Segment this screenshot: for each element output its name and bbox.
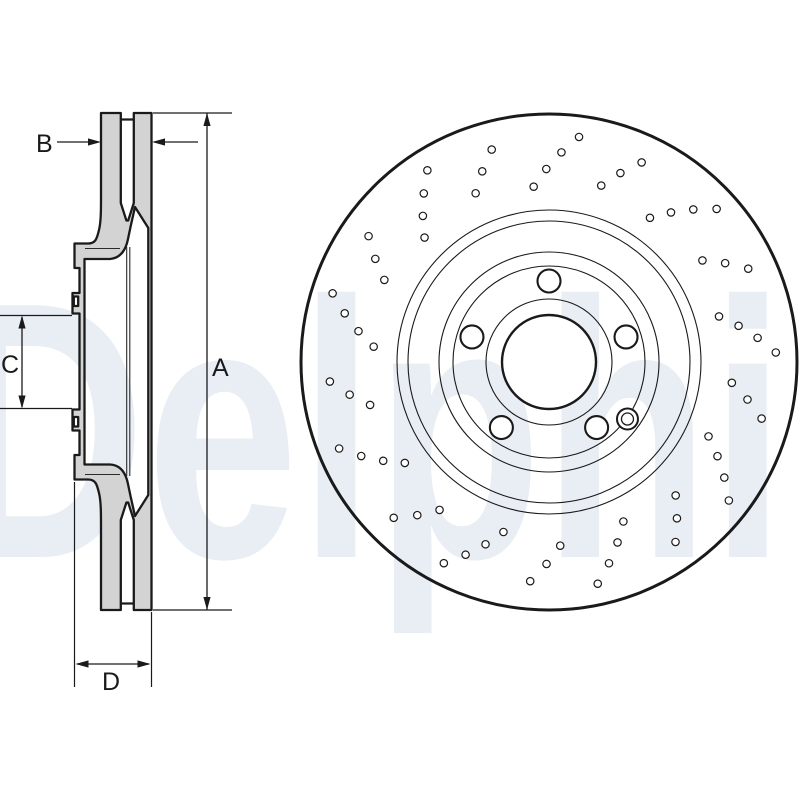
drill-hole bbox=[325, 377, 335, 386]
drill-hole bbox=[593, 579, 603, 589]
delphi-watermark: Delphi bbox=[0, 226, 786, 637]
drill-hole bbox=[481, 539, 490, 549]
drill-hole bbox=[713, 451, 722, 461]
drill-hole bbox=[334, 444, 344, 453]
drill-hole bbox=[743, 264, 753, 273]
drill-hole bbox=[743, 395, 752, 404]
arrowhead bbox=[203, 113, 211, 126]
dim-label-c: C bbox=[1, 351, 19, 379]
arrowhead bbox=[18, 315, 26, 329]
drill-hole bbox=[666, 208, 676, 217]
drill-hole bbox=[704, 432, 713, 441]
arrowhead bbox=[75, 660, 89, 668]
disc-front-view bbox=[299, 112, 799, 612]
drill-hole bbox=[616, 168, 625, 178]
drill-hole bbox=[712, 204, 721, 214]
drill-hole bbox=[619, 517, 628, 526]
disc-circle bbox=[452, 265, 646, 459]
drill-hole bbox=[439, 558, 449, 568]
drill-hole bbox=[727, 378, 737, 388]
disc-circle bbox=[485, 298, 613, 426]
drill-hole bbox=[757, 414, 766, 423]
drill-hole bbox=[671, 491, 680, 500]
drill-hole bbox=[378, 456, 388, 466]
drill-hole bbox=[435, 505, 444, 515]
drill-hole bbox=[753, 333, 762, 343]
bolt-hole bbox=[488, 414, 514, 441]
drill-hole bbox=[461, 550, 470, 560]
cross-section-body bbox=[71, 111, 153, 612]
bolt-hole bbox=[536, 268, 562, 294]
drill-hole bbox=[371, 254, 380, 264]
drill-hole-pattern bbox=[325, 132, 781, 589]
drill-hole bbox=[356, 451, 366, 461]
drill-hole bbox=[720, 258, 730, 268]
arrowhead bbox=[203, 597, 211, 610]
center-bore bbox=[500, 313, 598, 411]
pin-hole-inner bbox=[620, 412, 635, 426]
drill-hole bbox=[354, 326, 363, 336]
drill-hole bbox=[400, 458, 410, 468]
drill-hole bbox=[345, 390, 354, 399]
drill-hole bbox=[412, 510, 422, 520]
dim-label-b: B bbox=[36, 130, 53, 158]
cross-section-edge-lines bbox=[85, 247, 131, 476]
drill-hole bbox=[419, 189, 429, 198]
drill-hole bbox=[542, 164, 551, 174]
cross-section-view bbox=[71, 111, 153, 612]
drill-hole bbox=[542, 559, 551, 569]
drill-hole bbox=[487, 145, 496, 154]
drill-hole bbox=[529, 182, 538, 191]
drill-hole bbox=[714, 312, 724, 321]
drill-hole bbox=[477, 167, 487, 176]
drill-hole bbox=[637, 158, 646, 167]
drill-hole bbox=[499, 527, 508, 537]
drill-hole bbox=[555, 541, 565, 550]
dimension-lines bbox=[0, 112, 232, 687]
drill-hole bbox=[645, 213, 655, 223]
drill-hole bbox=[672, 514, 682, 523]
bolt-hole bbox=[613, 324, 639, 350]
drill-hole bbox=[613, 538, 622, 547]
drill-hole bbox=[720, 473, 729, 482]
arrowhead bbox=[88, 138, 101, 146]
dim-label-a: A bbox=[212, 354, 229, 382]
arrowhead bbox=[18, 395, 26, 409]
drill-hole bbox=[724, 496, 734, 505]
drill-hole bbox=[596, 181, 606, 190]
drill-hole bbox=[365, 400, 375, 410]
drill-hole bbox=[328, 289, 337, 298]
disc-circle bbox=[299, 112, 799, 612]
dim-label-d: D bbox=[102, 668, 120, 696]
drill-hole bbox=[369, 342, 378, 351]
bolt-hole bbox=[459, 324, 485, 350]
drill-hole bbox=[340, 309, 350, 318]
drill-hole bbox=[380, 275, 389, 285]
arrowhead bbox=[137, 660, 151, 668]
drill-hole bbox=[389, 513, 399, 523]
bolt-hole bbox=[584, 414, 610, 441]
drill-hole bbox=[423, 166, 432, 175]
disc-circle bbox=[396, 209, 702, 515]
drill-hole bbox=[557, 148, 566, 157]
disc-circle bbox=[407, 220, 691, 504]
drill-hole bbox=[525, 576, 535, 586]
drill-hole bbox=[771, 348, 781, 357]
drill-hole bbox=[420, 233, 429, 242]
drill-hole bbox=[734, 321, 743, 331]
drill-hole bbox=[698, 256, 707, 265]
drill-hole bbox=[574, 132, 584, 142]
arrowhead bbox=[152, 138, 165, 146]
disc-circle bbox=[438, 251, 660, 473]
drill-hole bbox=[364, 231, 373, 241]
drill-hole bbox=[688, 205, 698, 214]
drill-hole bbox=[604, 558, 614, 568]
drill-hole bbox=[471, 188, 480, 198]
drill-hole bbox=[671, 537, 680, 547]
drill-hole bbox=[418, 211, 428, 221]
